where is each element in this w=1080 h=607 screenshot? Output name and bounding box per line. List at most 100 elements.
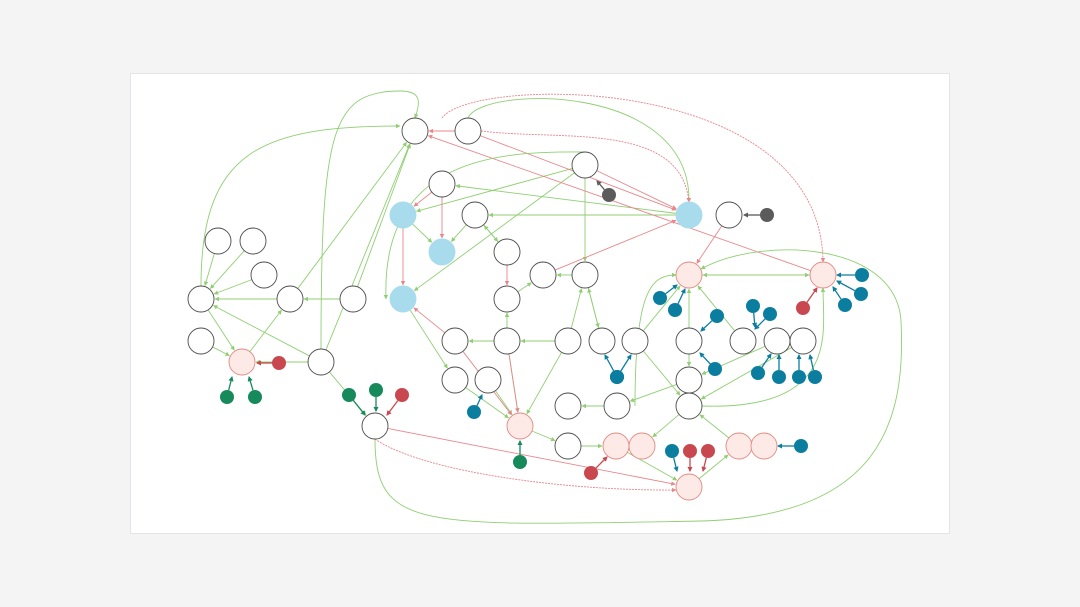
input-dot-teal bbox=[751, 366, 765, 380]
species-node-c8[interactable] bbox=[675, 261, 703, 289]
input-dot-teal bbox=[838, 298, 852, 312]
node-b4[interactable] bbox=[715, 201, 743, 229]
species-node-i2[interactable] bbox=[506, 412, 534, 440]
input-dot-red bbox=[796, 301, 810, 315]
input-arrow-29 bbox=[701, 457, 707, 473]
node-d1[interactable] bbox=[187, 285, 215, 313]
edge-e4-i2 bbox=[526, 352, 562, 415]
edge-g3-h2 bbox=[629, 383, 677, 402]
node-f2[interactable] bbox=[307, 348, 335, 376]
node-c7[interactable] bbox=[571, 261, 599, 289]
input-dot-teal bbox=[808, 370, 822, 384]
node-d5[interactable] bbox=[493, 285, 521, 313]
species-node-k1[interactable] bbox=[675, 473, 703, 501]
node-c4[interactable] bbox=[493, 238, 521, 266]
edge-i2-j1 bbox=[531, 430, 556, 442]
node-e8[interactable] bbox=[729, 327, 757, 355]
input-dot-teal bbox=[668, 303, 682, 317]
node-d2[interactable] bbox=[276, 285, 304, 313]
blue-species-node-b3[interactable] bbox=[675, 201, 703, 229]
input-dot-gray bbox=[602, 188, 616, 202]
edge-b2-c4 bbox=[483, 224, 499, 242]
edge-h3-j3 bbox=[652, 414, 680, 438]
edge-b1-c3 bbox=[412, 223, 433, 243]
node-j1[interactable] bbox=[554, 432, 582, 460]
node-b2[interactable] bbox=[461, 201, 489, 229]
node-e7[interactable] bbox=[675, 327, 703, 355]
input-arrow-1 bbox=[247, 376, 254, 391]
input-dot-red bbox=[272, 356, 286, 370]
species-node-j5[interactable] bbox=[750, 432, 778, 460]
node-h2[interactable] bbox=[603, 392, 631, 420]
input-arrow-12 bbox=[700, 320, 713, 332]
input-arrow-8 bbox=[596, 180, 605, 191]
input-dot-red bbox=[584, 466, 598, 480]
edge-c6-b3 bbox=[554, 219, 677, 271]
network-diagram bbox=[187, 90, 902, 524]
node-d3[interactable] bbox=[339, 285, 367, 313]
node-g2[interactable] bbox=[474, 366, 502, 394]
species-node-j2[interactable] bbox=[602, 432, 630, 460]
edge-arc-red-bottom bbox=[374, 438, 677, 493]
edge-d5-c6 bbox=[517, 282, 532, 293]
node-g3[interactable] bbox=[675, 366, 703, 394]
edge-d3-a1 bbox=[357, 143, 411, 287]
node-a1[interactable] bbox=[401, 117, 429, 145]
edge-arc-top-right bbox=[467, 98, 692, 203]
input-arrow-27 bbox=[673, 457, 679, 473]
node-h1[interactable] bbox=[554, 392, 582, 420]
node-e6[interactable] bbox=[621, 327, 649, 355]
edge-f2-d1 bbox=[212, 305, 310, 357]
node-c1[interactable] bbox=[204, 227, 232, 255]
node-e3[interactable] bbox=[493, 327, 521, 355]
blue-species-node-d4[interactable] bbox=[389, 285, 417, 313]
input-arrow-14 bbox=[752, 312, 758, 329]
input-dot-red bbox=[701, 444, 715, 458]
node-e4[interactable] bbox=[554, 327, 582, 355]
input-dot-teal bbox=[653, 291, 667, 305]
input-dot-teal bbox=[467, 405, 481, 419]
input-arrow-6 bbox=[476, 394, 483, 406]
node-g1[interactable] bbox=[441, 366, 469, 394]
node-a4[interactable] bbox=[428, 170, 456, 198]
edge-c7-e5 bbox=[587, 287, 600, 328]
input-dot-teal bbox=[855, 268, 869, 282]
node-e9[interactable] bbox=[763, 327, 791, 355]
node-c5[interactable] bbox=[250, 261, 278, 289]
node-e1[interactable] bbox=[187, 327, 215, 355]
edge-c1-d1 bbox=[203, 253, 215, 286]
node-h3[interactable] bbox=[675, 392, 703, 420]
node-e10[interactable] bbox=[789, 327, 817, 355]
node-i1[interactable] bbox=[361, 412, 389, 440]
edge-b4-c8 bbox=[696, 225, 723, 264]
node-c2[interactable] bbox=[239, 227, 267, 255]
species-node-j3[interactable] bbox=[628, 432, 656, 460]
node-a2[interactable] bbox=[454, 117, 482, 145]
node-layer bbox=[187, 117, 837, 501]
node-c6[interactable] bbox=[529, 261, 557, 289]
input-layer bbox=[220, 180, 869, 480]
input-dot-teal bbox=[665, 444, 679, 458]
edge-loop-left-top bbox=[200, 123, 401, 287]
input-dot-green bbox=[342, 388, 356, 402]
species-node-c9[interactable] bbox=[809, 261, 837, 289]
node-a3[interactable] bbox=[571, 151, 599, 179]
edge-loop-bottom-right bbox=[374, 249, 902, 524]
edge-c5-d1 bbox=[213, 279, 253, 295]
node-e5[interactable] bbox=[588, 327, 616, 355]
species-node-f1[interactable] bbox=[228, 348, 256, 376]
blue-species-node-c3[interactable] bbox=[428, 238, 456, 266]
input-arrow-10 bbox=[665, 284, 678, 295]
input-arrow-15 bbox=[754, 318, 766, 330]
species-node-j4[interactable] bbox=[725, 432, 753, 460]
edge-arc-red-mid bbox=[480, 130, 691, 203]
input-dot-green bbox=[248, 390, 262, 404]
edge-a3-d4 bbox=[413, 172, 575, 292]
input-arrow-19 bbox=[808, 353, 815, 371]
input-dot-teal bbox=[710, 309, 724, 323]
input-arrow-0 bbox=[228, 375, 234, 391]
edge-e6-h3 bbox=[642, 350, 681, 396]
blue-species-node-b1[interactable] bbox=[389, 201, 417, 229]
node-e2[interactable] bbox=[441, 327, 469, 355]
input-dot-teal bbox=[772, 370, 786, 384]
